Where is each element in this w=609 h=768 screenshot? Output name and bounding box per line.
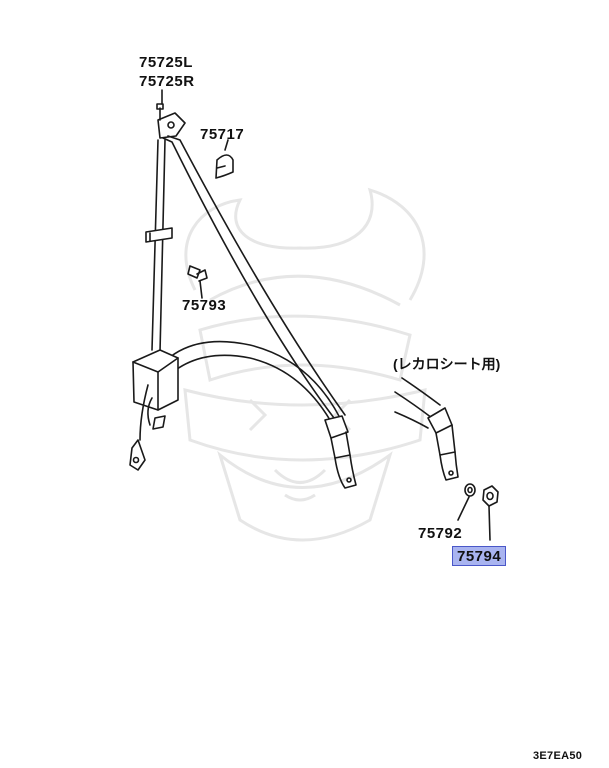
- label-part-75717: 75717: [200, 126, 245, 143]
- label-part-75792: 75792: [418, 525, 463, 542]
- label-part-75725r: 75725R: [139, 73, 195, 90]
- watermark-helmet: [183, 187, 427, 542]
- label-part-75794-highlighted[interactable]: 75794: [452, 546, 507, 566]
- label-part-75793: 75793: [182, 297, 227, 314]
- belt-assembly: [129, 89, 499, 541]
- label-part-75725l: 75725L: [139, 54, 193, 71]
- diagram-code: 3E7EA50: [533, 750, 583, 762]
- label-recaro-note: (レカロシート用): [393, 356, 501, 372]
